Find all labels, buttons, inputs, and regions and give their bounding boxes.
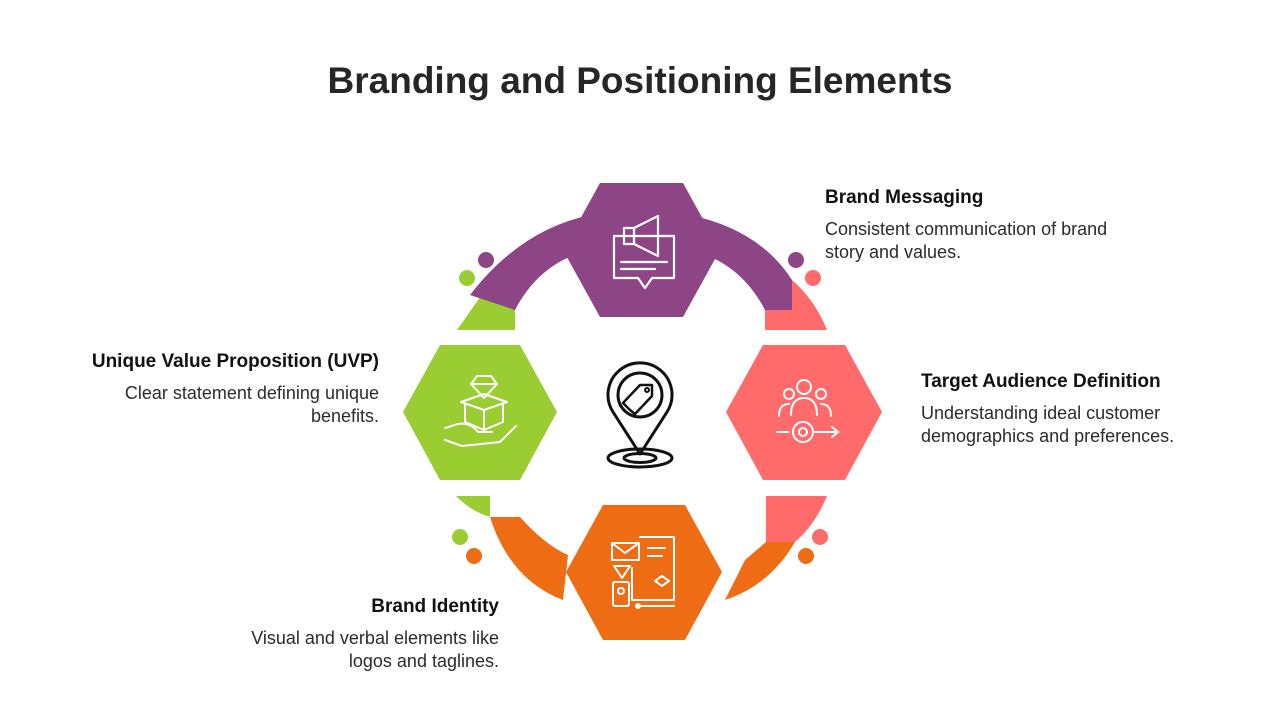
audience-target-icon	[776, 379, 840, 443]
dot-purple	[478, 252, 494, 268]
dot-coral	[805, 270, 821, 286]
hexagon-brand-identity	[566, 505, 722, 640]
dot-green	[452, 529, 468, 545]
target-audience-heading: Target Audience Definition	[921, 371, 1161, 392]
brand-messaging-text: Consistent communication of brand story …	[825, 219, 1108, 262]
brand-messaging-heading: Brand Messaging	[825, 187, 984, 208]
hexagon-target-audience	[726, 345, 882, 480]
page-title: Branding and Positioning Elements	[327, 60, 953, 101]
orange-arc-right	[725, 542, 795, 600]
purple-arc	[470, 215, 590, 310]
purple-arc-right	[690, 215, 792, 310]
dot-orange	[466, 548, 482, 564]
dot-coral	[812, 529, 828, 545]
dot-purple	[788, 252, 804, 268]
brand-assets-icon	[611, 536, 675, 609]
target-audience-block: Target Audience Definition Understanding…	[921, 371, 1221, 448]
hexagon-brand-messaging	[563, 183, 720, 317]
coral-arc-lower	[766, 496, 827, 542]
dot-orange	[798, 548, 814, 564]
diamond-box-hand-icon	[444, 375, 517, 447]
brand-identity-heading: Brand Identity	[371, 596, 499, 617]
uvp-heading: Unique Value Proposition (UVP)	[91, 351, 379, 372]
brand-messaging-block: Brand Messaging Consistent communication…	[825, 187, 1125, 264]
hexagon-uvp	[403, 345, 557, 480]
dot-green	[459, 270, 475, 286]
target-audience-text: Understanding ideal customer demographic…	[921, 403, 1175, 446]
brand-identity-text: Visual and verbal elements like logos an…	[251, 628, 499, 671]
orange-arc-left	[490, 517, 568, 600]
coral-arc-upper	[765, 280, 827, 330]
uvp-block: Unique Value Proposition (UVP) Clear sta…	[59, 351, 379, 428]
location-pin-with-tag-icon	[606, 361, 674, 469]
green-arc-lower	[456, 496, 520, 519]
brand-identity-block: Brand Identity Visual and verbal element…	[229, 596, 499, 673]
megaphone-icon	[612, 214, 676, 290]
uvp-text: Clear statement defining unique benefits…	[124, 383, 379, 426]
